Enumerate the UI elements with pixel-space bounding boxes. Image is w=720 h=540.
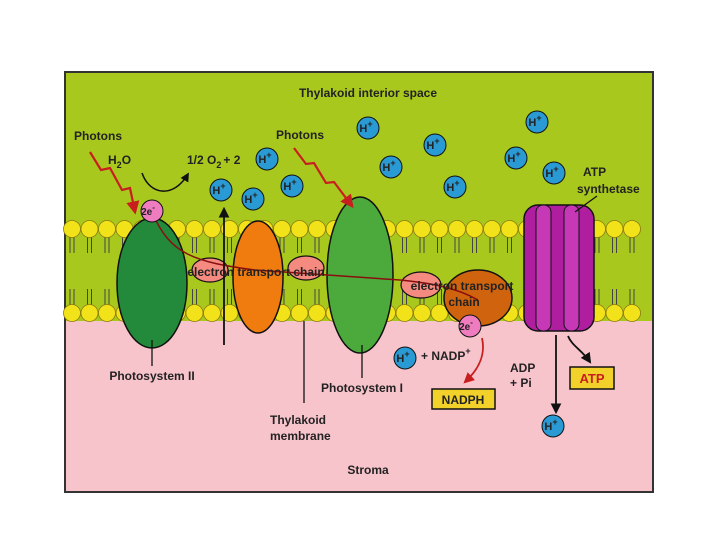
lipid-head bbox=[623, 220, 641, 238]
hydrogen-ion: H+ bbox=[504, 146, 528, 170]
photon-arrow-right bbox=[293, 147, 354, 209]
lipid-head bbox=[395, 304, 414, 322]
svg-text:2e-: 2e- bbox=[459, 318, 473, 333]
photons-label-left: Photons bbox=[74, 129, 122, 143]
etc-label-right-2: chain bbox=[448, 295, 479, 309]
hydrogen-ion: H+ bbox=[356, 116, 380, 140]
lipid-head bbox=[203, 220, 221, 238]
water-split-arrow bbox=[141, 172, 189, 192]
hydrogen-ion: H+ bbox=[379, 155, 403, 179]
lipid-head bbox=[308, 220, 326, 238]
nadph-arrow bbox=[463, 337, 484, 384]
svg-text:H+: H+ bbox=[212, 181, 225, 197]
hydrogen-ions: H+ H+ H+ H+ H+ H+ H+ H+ H+ H+ H+ H+ H+ bbox=[209, 110, 566, 438]
svg-text:H+: H+ bbox=[244, 190, 257, 206]
lipid-head bbox=[413, 220, 431, 238]
membrane-label-1: Thylakoid bbox=[270, 413, 326, 427]
lipid-head bbox=[395, 220, 414, 238]
water-formula: H2O bbox=[108, 153, 131, 170]
nadp-label: + NADP+ bbox=[421, 346, 471, 363]
hydrogen-ion: H+ bbox=[241, 187, 265, 211]
lipid-head bbox=[273, 220, 291, 238]
svg-text:H+: H+ bbox=[396, 349, 409, 365]
lipid-head bbox=[430, 220, 449, 238]
lipid-head bbox=[430, 304, 449, 322]
lipid-head bbox=[290, 220, 309, 238]
nadph-box bbox=[431, 388, 496, 410]
pi-label: + Pi bbox=[510, 376, 532, 390]
photosystem-ii bbox=[116, 217, 188, 349]
hydrogen-ion: H+ bbox=[525, 110, 549, 134]
oxygen-products: 1/2 O2+ 2 bbox=[187, 153, 241, 170]
atp-production-arrow bbox=[567, 335, 592, 364]
adp-label: ADP bbox=[510, 361, 535, 375]
lipid-head bbox=[185, 220, 204, 238]
electron-pair-ps2: 2e- bbox=[140, 199, 164, 223]
photons-label-right: Photons bbox=[276, 128, 324, 142]
lipid-head bbox=[483, 220, 501, 238]
hydrogen-ion: H+ bbox=[209, 178, 233, 202]
lipid-head bbox=[605, 220, 624, 238]
svg-text:H+: H+ bbox=[507, 149, 520, 165]
lipid-head bbox=[290, 304, 309, 322]
stroma-label: Stroma bbox=[347, 463, 389, 477]
lipid-head bbox=[63, 220, 81, 238]
svg-text:H+: H+ bbox=[359, 119, 372, 135]
atp-synthetase-label-1: ATP bbox=[583, 165, 606, 179]
atp-box bbox=[569, 366, 615, 390]
etc-label-left: electron transport chain bbox=[187, 265, 324, 279]
svg-text:H+: H+ bbox=[528, 113, 541, 129]
hydrogen-ion: H+ bbox=[541, 414, 565, 438]
atp-label: ATP bbox=[579, 371, 604, 386]
lipid-head bbox=[413, 304, 431, 322]
lipid-head bbox=[308, 304, 326, 322]
membrane-label-2: membrane bbox=[270, 429, 331, 443]
svg-text:H+: H+ bbox=[258, 150, 271, 166]
lipid-head bbox=[98, 220, 116, 238]
lipid-head bbox=[623, 304, 641, 322]
svg-text:H+: H+ bbox=[544, 417, 557, 433]
photosystem-i-label: Photosystem I bbox=[321, 381, 403, 395]
svg-text:2e-: 2e- bbox=[141, 203, 155, 218]
lipid-head bbox=[203, 304, 221, 322]
lipid-head bbox=[80, 304, 99, 322]
atp-synthetase-pointer bbox=[574, 195, 598, 213]
electron-path bbox=[151, 211, 479, 301]
photosystem-ii-label: Photosystem II bbox=[109, 369, 194, 383]
atp-synthetase-label-2: synthetase bbox=[577, 182, 640, 196]
lipid-head bbox=[80, 220, 99, 238]
lipid-head bbox=[63, 304, 81, 322]
lipid-head bbox=[448, 220, 466, 238]
photon-arrow-left bbox=[89, 151, 140, 215]
lipid-head bbox=[185, 304, 204, 322]
electron-pair-ps1: 2e- bbox=[458, 314, 482, 338]
hydrogen-ion: H+ bbox=[542, 161, 566, 185]
hydrogen-ion: H+ bbox=[255, 147, 279, 171]
lipid-head bbox=[500, 220, 519, 238]
lipid-head bbox=[605, 304, 624, 322]
carrier-right bbox=[400, 271, 442, 299]
hydrogen-ion: H+ bbox=[280, 174, 304, 198]
lipid-head bbox=[465, 220, 484, 238]
lipid-head bbox=[98, 304, 116, 322]
svg-text:H+: H+ bbox=[545, 164, 558, 180]
hydrogen-ion: H+ bbox=[443, 175, 467, 199]
nadph-label: NADPH bbox=[442, 393, 485, 407]
svg-text:H+: H+ bbox=[446, 178, 459, 194]
cytochrome-complex bbox=[232, 220, 284, 334]
lipid-head bbox=[220, 304, 239, 322]
interior-space-label: Thylakoid interior space bbox=[299, 86, 437, 100]
etc-label-right-1: electron transport bbox=[411, 279, 514, 293]
hydrogen-ion: H+ bbox=[423, 133, 447, 157]
lipid-head bbox=[220, 220, 239, 238]
svg-text:H+: H+ bbox=[283, 177, 296, 193]
svg-text:H+: H+ bbox=[382, 158, 395, 174]
hydrogen-ion: H+ bbox=[393, 346, 417, 370]
atp-synthase bbox=[523, 204, 595, 332]
svg-text:H+: H+ bbox=[426, 136, 439, 152]
